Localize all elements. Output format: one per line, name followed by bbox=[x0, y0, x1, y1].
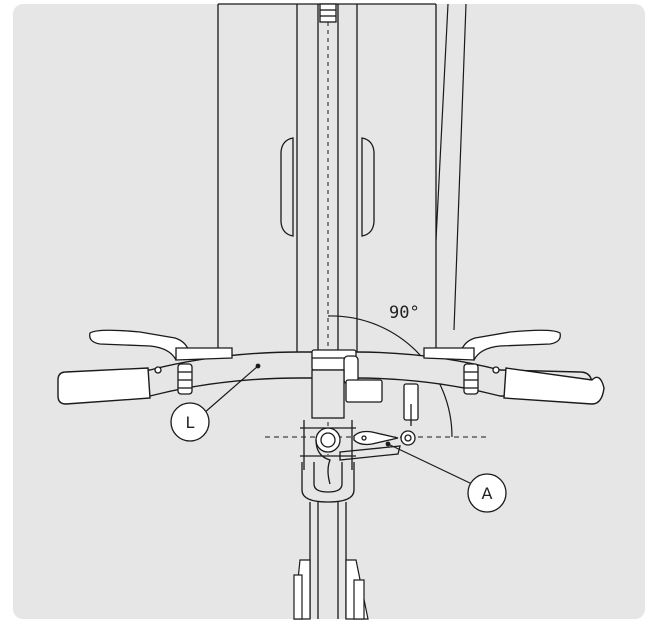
callout-a: A bbox=[467, 473, 507, 513]
callout-a-leader bbox=[385, 441, 473, 485]
diagonal-tube bbox=[435, 3, 467, 331]
angle-label: 90° bbox=[389, 303, 420, 323]
lower-flywheel bbox=[293, 559, 369, 620]
left-brake-lever bbox=[89, 329, 233, 395]
callout-l-leader bbox=[195, 363, 261, 421]
callout-a-label: A bbox=[482, 484, 493, 503]
callout-l: L bbox=[170, 402, 210, 442]
stem-clamp bbox=[311, 349, 383, 419]
angle-arc bbox=[327, 315, 453, 438]
callout-l-label: L bbox=[186, 413, 195, 432]
diagram-panel bbox=[13, 4, 645, 619]
right-brake-lever bbox=[423, 329, 561, 395]
